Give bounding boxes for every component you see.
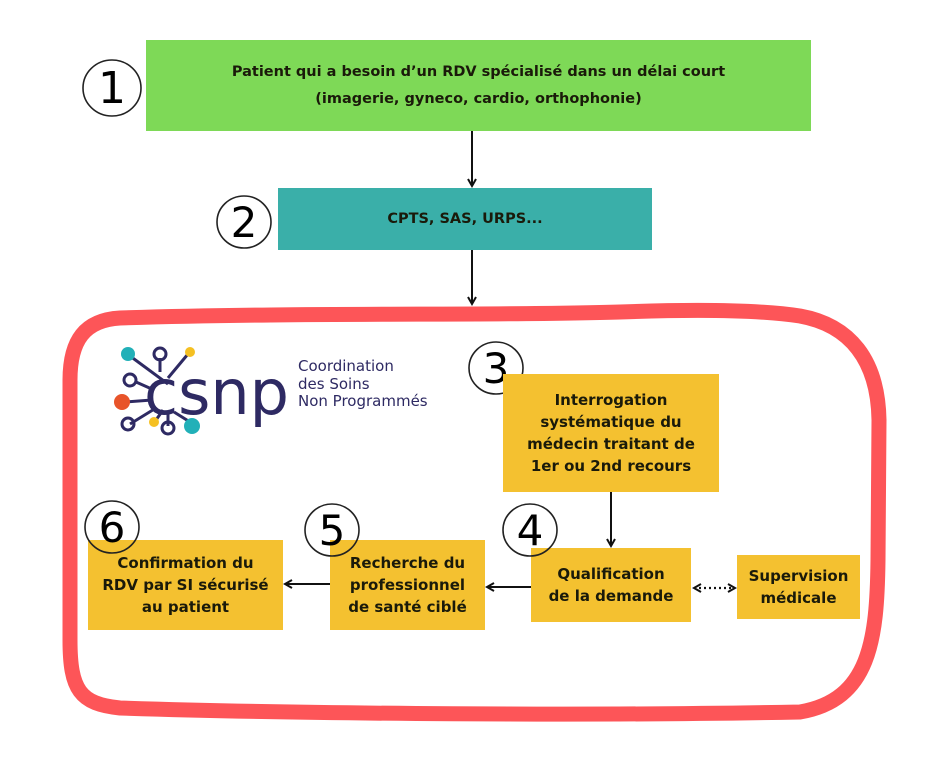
supervision-line-1: Supervision — [748, 567, 849, 585]
step-3-line-2: systématique du — [540, 413, 682, 431]
tagline-line-1: Coordination — [298, 357, 394, 375]
svg-text:6: 6 — [99, 503, 126, 552]
step-number-2: 2 — [214, 192, 274, 256]
step-3-line-1: Interrogation — [554, 391, 668, 409]
step-6-line-2: RDV par SI sécurisé — [102, 576, 269, 594]
step-5-line-2: professionnel — [349, 576, 466, 594]
step-3-line-4: 1er ou 2nd recours — [530, 457, 692, 475]
supervision-box: Supervision médicale — [737, 555, 860, 619]
step-4-line-2: de la demande — [548, 587, 674, 605]
step-2-label: CPTS, SAS, URPS... — [387, 211, 543, 227]
step-4-box: Qualification de la demande — [531, 548, 691, 622]
supervision-line-2: médicale — [760, 589, 837, 607]
csnp-frame — [62, 302, 887, 722]
step-number-1: 1 — [80, 56, 144, 124]
step-1-line-1: Patient qui a besoin d’un RDV spécialisé… — [231, 63, 726, 80]
step-5-line-3: de santé ciblé — [348, 598, 467, 616]
step-4-line-1: Qualification — [557, 565, 665, 583]
step-2-box: CPTS, SAS, URPS... — [278, 188, 652, 250]
step-number-6: 6 — [82, 497, 142, 561]
svg-text:5: 5 — [319, 506, 346, 555]
csnp-logo: csnp Coordination des Soins Non Programm… — [108, 342, 458, 437]
step-3-box: Interrogation systématique du médecin tr… — [503, 374, 719, 492]
tagline-line-3: Non Programmés — [298, 392, 428, 410]
step-6-line-3: au patient — [141, 598, 230, 616]
step-number-4: 4 — [500, 500, 560, 564]
step-1-box: Patient qui a besoin d’un RDV spécialisé… — [146, 40, 811, 131]
step-5-line-1: Recherche du — [349, 554, 466, 572]
step-6-line-1: Confirmation du — [117, 554, 254, 572]
svg-text:2: 2 — [231, 198, 258, 247]
tagline-line-2: des Soins — [298, 374, 370, 393]
csnp-tagline: Coordination des Soins Non Programmés — [298, 357, 428, 411]
step-1-line-2: (imagerie, gyneco, cardio, orthophonie) — [315, 90, 642, 107]
svg-text:4: 4 — [517, 506, 544, 555]
step-5-box: Recherche du professionnel de santé cibl… — [330, 540, 485, 630]
step-number-5: 5 — [302, 500, 362, 564]
svg-text:1: 1 — [98, 63, 126, 114]
csnp-logo-mark: csnp — [114, 346, 289, 436]
step-6-box: Confirmation du RDV par SI sécurisé au p… — [88, 540, 283, 630]
step-3-line-3: médecin traitant de — [527, 435, 695, 453]
svg-text:csnp: csnp — [144, 356, 289, 429]
